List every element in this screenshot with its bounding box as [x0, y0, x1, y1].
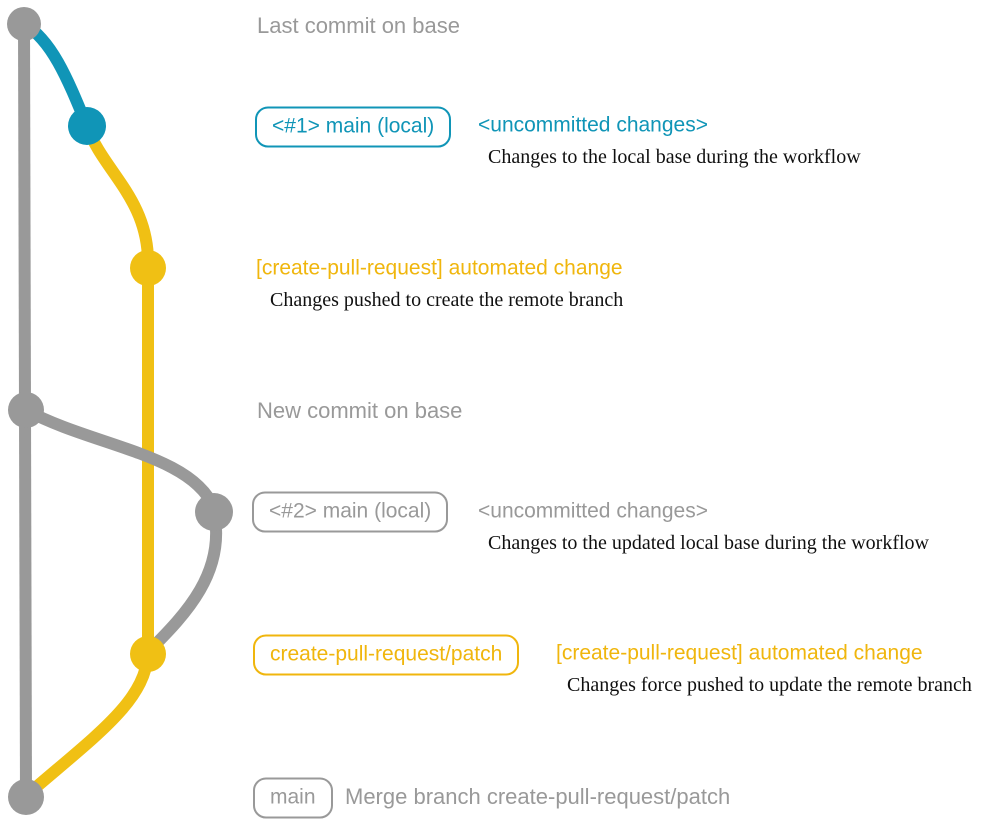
label-automated-change-2: [create-pull-request] automated change — [556, 641, 923, 665]
commit-node-main-local-2 — [195, 493, 233, 531]
commit-node-patch-1 — [130, 250, 166, 286]
label-new-commit-on-base: New commit on base — [257, 397, 463, 423]
commit-node-base-tip — [7, 7, 41, 41]
branch-pill-main-local-2: <#2> main (local) — [252, 491, 449, 533]
caption-changes-force-pushed: Changes force pushed to update the remot… — [567, 674, 972, 696]
commit-node-merge — [8, 779, 44, 815]
caption-updated-local-base-changes: Changes to the updated local base during… — [488, 532, 929, 554]
local-main-edge-3 — [145, 510, 223, 655]
git-graph — [7, 7, 233, 815]
caption-local-base-changes: Changes to the local base during the wor… — [488, 146, 861, 168]
label-merge-message: Merge branch create-pull-request/patch — [345, 783, 731, 809]
branch-pill-patch: create-pull-request/patch — [253, 634, 520, 676]
commit-node-base-new — [8, 392, 44, 428]
patch-branch-line — [81, 123, 154, 654]
patch-merge-edge — [23, 653, 154, 800]
branch-pill-main: main — [253, 777, 333, 819]
label-last-commit-on-base: Last commit on base — [257, 12, 460, 38]
label-automated-change-1: [create-pull-request] automated change — [256, 256, 623, 280]
label-uncommitted-changes-1: <uncommitted changes> — [478, 113, 708, 137]
commit-node-patch-2 — [130, 636, 166, 672]
caption-changes-pushed: Changes pushed to create the remote bran… — [270, 289, 624, 311]
commit-node-main-local-1 — [68, 107, 106, 145]
local-main-edge-2 — [23, 404, 220, 511]
branch-pill-main-local-1: <#1> main (local) — [255, 106, 452, 148]
label-uncommitted-changes-2: <uncommitted changes> — [478, 499, 708, 523]
